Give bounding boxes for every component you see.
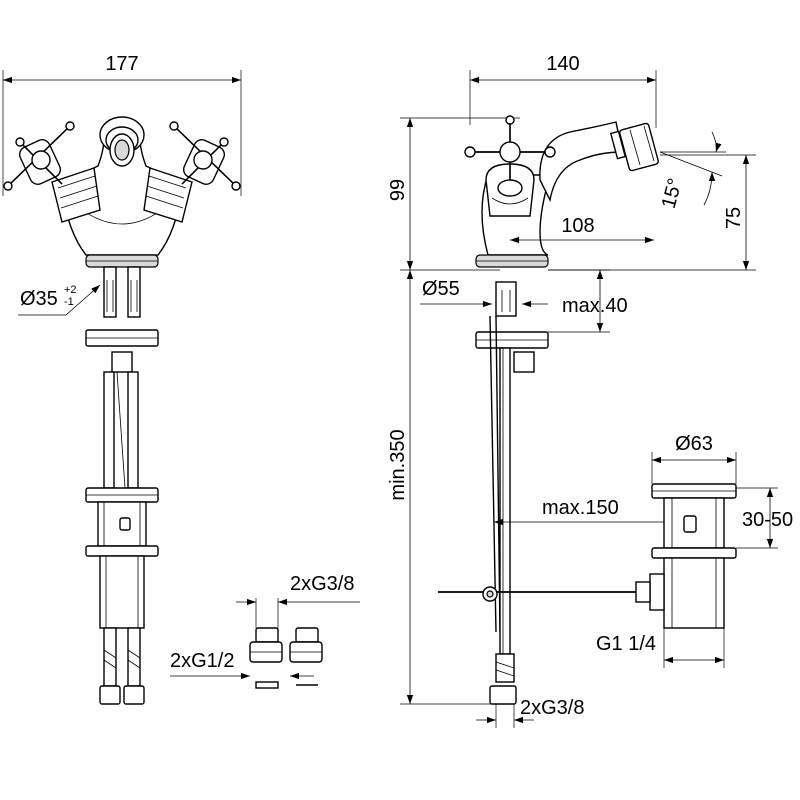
base-diameter-dimension: Ø55 [420,278,548,304]
waste-distance-label: max.150 [542,497,619,519]
connector-g38-dimension: 2xG3/8 [236,573,360,628]
side-faucet-body [465,116,659,267]
spout-height-dimension: 75 [548,155,756,270]
side-mounting-assembly [476,282,548,704]
left-cross-handle [4,122,100,222]
front-view: 177 [3,53,360,704]
waste-thread-label: G1 1/4 [596,633,656,655]
spout-angle-dimension: 15° [658,132,726,211]
right-cross-handle [144,122,240,222]
spout-reach-label: 108 [561,215,594,237]
front-mounting-assembly [86,267,158,488]
loose-connectors [250,628,322,688]
spout-angle-label: 15° [658,176,687,211]
waste-thread-dimension: G1 1/4 [596,628,724,668]
connector-g12-label: 2xG1/2 [170,650,234,672]
pop-up-rod [438,587,650,601]
waste-assembly [636,484,736,628]
waste-height-label: 30-50 [742,509,793,531]
max-thickness-label: max.40 [562,295,628,317]
waste-height-dimension: 30-50 [736,488,793,548]
front-width-label: 177 [105,53,138,75]
spout-height-label: 75 [723,207,745,229]
side-height-label: 99 [387,179,409,201]
hole-tolerance-plus: +2 [64,284,77,296]
side-width-label: 140 [546,53,579,75]
waste-diameter-dimension: Ø63 [652,433,736,484]
waste-distance-dimension: max.150 [494,497,690,522]
hole-diameter-dimension: Ø35 +2 -1 [18,284,100,315]
hole-diameter-label: Ø35 [20,288,58,310]
bottom-g38-label: 2xG3/8 [520,697,584,719]
max-thickness-dimension: max.40 [548,270,628,332]
side-width-dimension: 140 [470,53,656,128]
waste-diameter-label: Ø63 [675,433,713,455]
base-diameter-label: Ø55 [422,278,460,300]
connector-g38-label: 2xG3/8 [290,573,354,595]
min-length-label: min.350 [387,429,409,500]
hole-tolerance-minus: -1 [64,296,74,308]
front-waste-body [86,488,158,704]
side-view: 140 99 [387,53,793,728]
